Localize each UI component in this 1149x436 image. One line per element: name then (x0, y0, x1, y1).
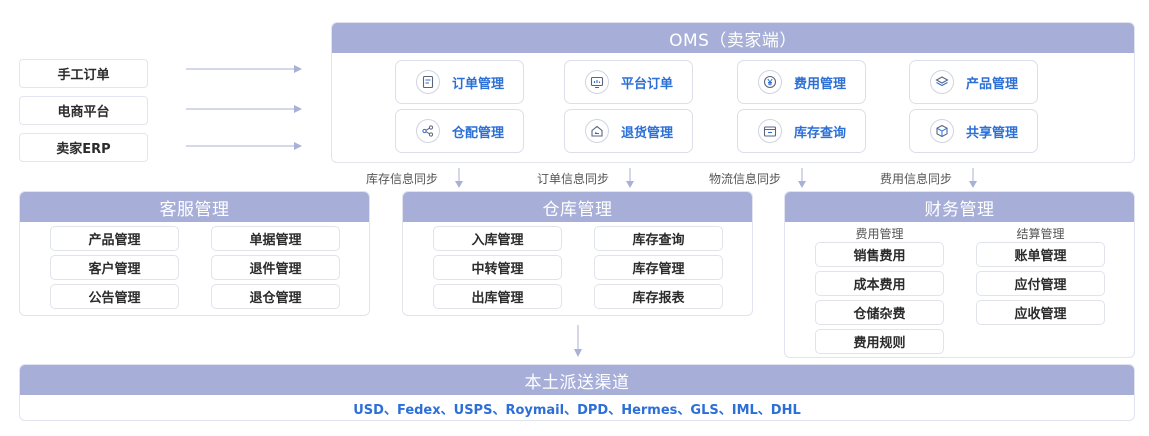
finance-title: 财务管理 (785, 192, 1134, 222)
down-arrow-icon (798, 168, 806, 188)
flow-arrow-icon (186, 142, 302, 150)
source-ecommerce-platform: 电商平台 (19, 96, 148, 125)
yen-coin-icon (758, 70, 782, 94)
source-manual-orders: 手工订单 (19, 59, 148, 88)
oms-module-label: 共享管理 (966, 125, 1019, 141)
oms-module-label: 产品管理 (966, 76, 1019, 92)
platform-screen-icon (585, 70, 609, 94)
wh-item-transfer-management[interactable]: 中转管理 (433, 255, 562, 280)
down-arrow-icon (574, 325, 582, 357)
oms-module-product-management[interactable]: 产品管理 (909, 60, 1038, 104)
source-seller-erp: 卖家ERP (19, 133, 148, 162)
cs-item-customer-management[interactable]: 客户管理 (50, 255, 179, 280)
warehouse-panel: 仓库管理 入库管理 库存查询 中转管理 库存管理 出库管理 库存报表 (402, 191, 753, 316)
layers-icon (930, 70, 954, 94)
wh-item-inventory-query[interactable]: 库存查询 (594, 226, 723, 251)
wh-item-inbound-management[interactable]: 入库管理 (433, 226, 562, 251)
sync-label-inventory: 库存信息同步 (366, 172, 439, 186)
delivery-channels-title: 本土派送渠道 (20, 365, 1134, 395)
oms-module-label: 退货管理 (621, 125, 674, 141)
sync-label-logistics: 物流信息同步 (709, 172, 782, 186)
fin-item-storage-misc-fees[interactable]: 仓储杂费 (815, 300, 944, 325)
down-arrow-icon (969, 168, 977, 188)
delivery-channels-panel: 本土派送渠道 USD、Fedex、USPS、Roymail、DPD、Hermes… (19, 364, 1135, 421)
finance-expense-subtitle: 费用管理 (855, 227, 904, 241)
customer-service-panel: 客服管理 产品管理 单据管理 客户管理 退件管理 公告管理 退仓管理 (19, 191, 370, 316)
oms-module-label: 库存查询 (794, 125, 847, 141)
flow-arrow-icon (186, 105, 302, 113)
oms-module-label: 仓配管理 (452, 125, 505, 141)
oms-module-shared-management[interactable]: 共享管理 (909, 109, 1038, 153)
finance-panel: 财务管理 费用管理 结算管理 销售费用 成本费用 仓储杂费 费用规则 账单管理 … (784, 191, 1135, 358)
cs-item-return-warehouse-management[interactable]: 退仓管理 (211, 284, 340, 309)
oms-module-order-management[interactable]: 订单管理 (395, 60, 524, 104)
oms-module-platform-orders[interactable]: 平台订单 (564, 60, 693, 104)
fin-item-cost-expense[interactable]: 成本费用 (815, 271, 944, 296)
warehouse-title: 仓库管理 (403, 192, 752, 222)
wh-item-inventory-management[interactable]: 库存管理 (594, 255, 723, 280)
cs-item-document-management[interactable]: 单据管理 (211, 226, 340, 251)
oms-module-label: 费用管理 (794, 76, 847, 92)
wh-item-outbound-management[interactable]: 出库管理 (433, 284, 562, 309)
fin-item-bill-management[interactable]: 账单管理 (976, 242, 1105, 267)
oms-module-label: 平台订单 (621, 76, 674, 92)
finance-settlement-subtitle: 结算管理 (1016, 227, 1065, 241)
sync-label-orders: 订单信息同步 (537, 172, 610, 186)
customer-service-title: 客服管理 (20, 192, 369, 222)
cs-item-return-parcel-management[interactable]: 退件管理 (211, 255, 340, 280)
order-doc-icon (416, 70, 440, 94)
cube-icon (930, 119, 954, 143)
fin-item-sales-expense[interactable]: 销售费用 (815, 242, 944, 267)
oms-title: OMS（卖家端） (332, 23, 1134, 53)
fin-item-receivables-management[interactable]: 应收管理 (976, 300, 1105, 325)
cs-item-announcement-management[interactable]: 公告管理 (50, 284, 179, 309)
oms-panel: OMS（卖家端） 订单管理 平台订单 费用管理 产品管理 仓配管理 退货管理 (331, 22, 1135, 163)
carrier-list: USD、Fedex、USPS、Roymail、DPD、Hermes、GLS、IM… (353, 403, 801, 418)
fin-item-expense-rules[interactable]: 费用规则 (815, 329, 944, 354)
down-arrow-icon (626, 168, 634, 188)
inventory-box-icon (758, 119, 782, 143)
oms-module-inventory-query[interactable]: 库存查询 (737, 109, 866, 153)
flow-arrow-icon (186, 65, 302, 73)
cs-item-product-management[interactable]: 产品管理 (50, 226, 179, 251)
sync-label-expense: 费用信息同步 (880, 172, 953, 186)
down-arrow-icon (455, 168, 463, 188)
oms-module-warehouse-distribution[interactable]: 仓配管理 (395, 109, 524, 153)
wh-item-inventory-report[interactable]: 库存报表 (594, 284, 723, 309)
oms-module-returns-management[interactable]: 退货管理 (564, 109, 693, 153)
oms-module-label: 订单管理 (452, 76, 505, 92)
fin-item-payables-management[interactable]: 应付管理 (976, 271, 1105, 296)
oms-module-expense-management[interactable]: 费用管理 (737, 60, 866, 104)
share-nodes-icon (416, 119, 440, 143)
return-house-icon (585, 119, 609, 143)
